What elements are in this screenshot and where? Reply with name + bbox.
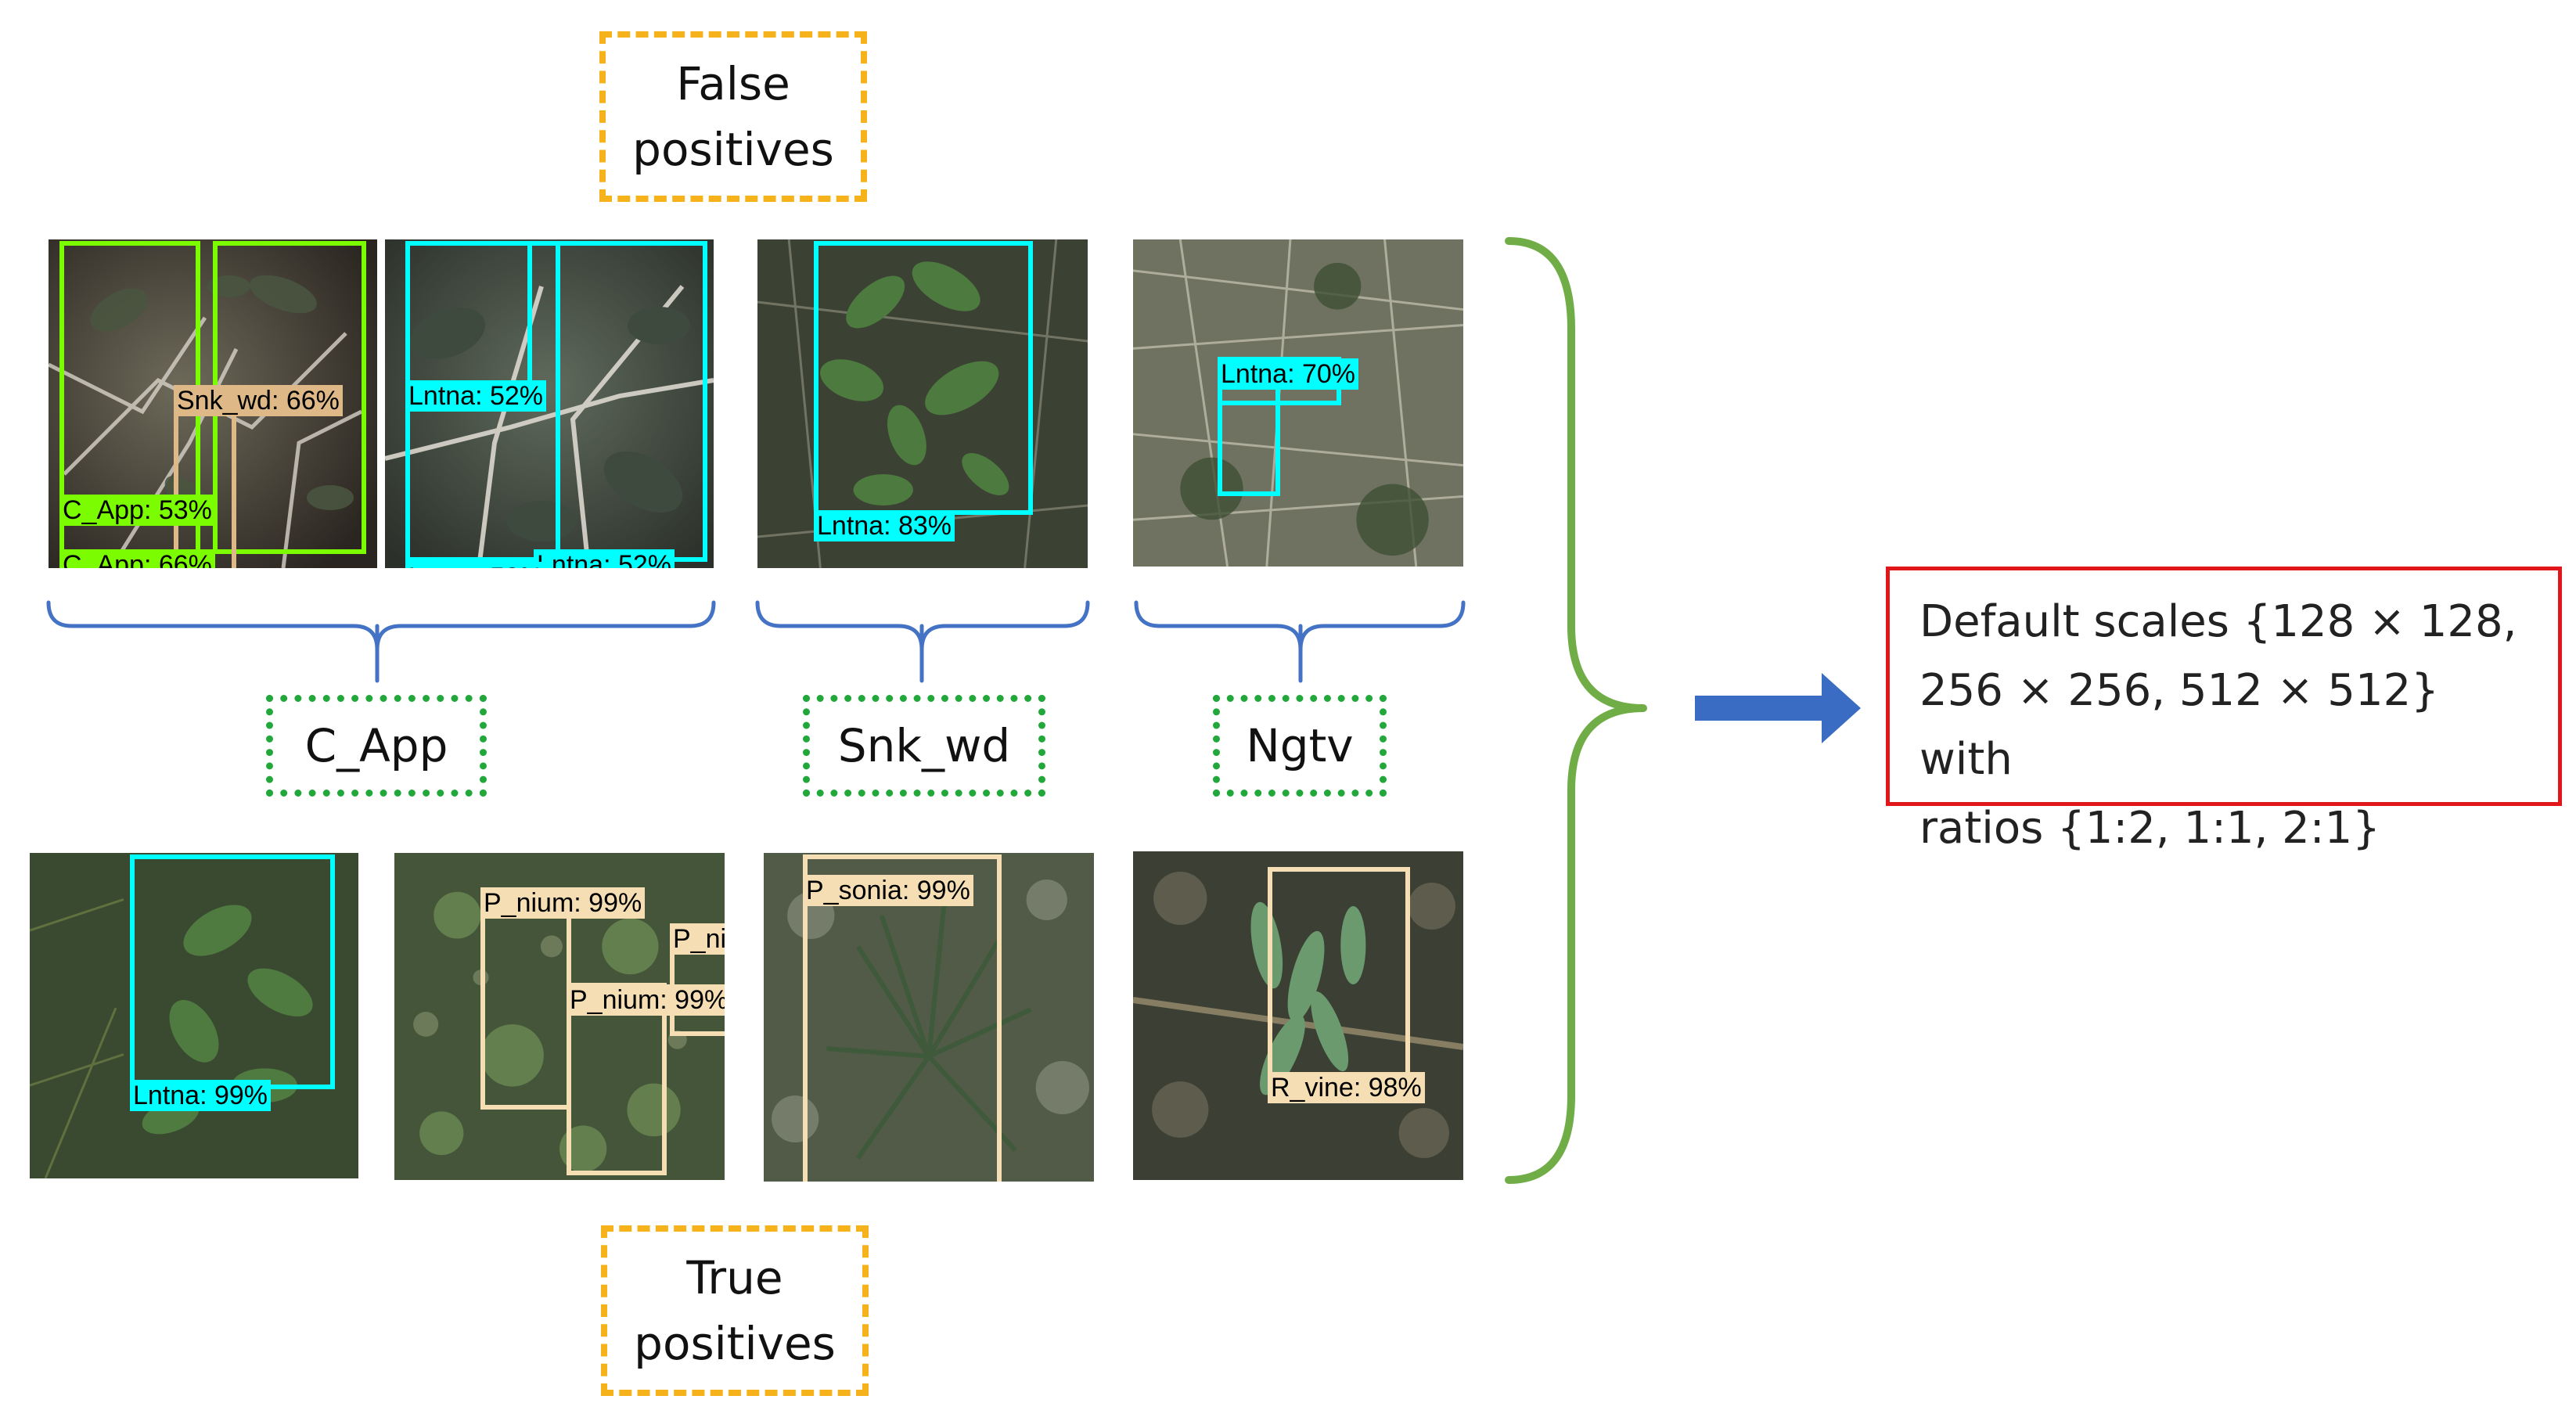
false-positives-header: False positives: [599, 31, 867, 202]
true-positive-image-1: Lntna: 99%: [30, 853, 358, 1178]
fp1-label-snk-wd: Snk_wd: 66%: [174, 385, 343, 416]
category-ngtv: Ngtv: [1213, 695, 1387, 797]
true-positives-header: True positives: [601, 1225, 869, 1396]
green-brace: [1505, 237, 1647, 1184]
fp4-label: Lntna: 70%: [1218, 358, 1359, 390]
false-positive-image-4: Lntna: 70%: [1133, 239, 1463, 567]
true-positive-image-3: P_sonia: 99%: [764, 853, 1094, 1182]
category-c-app: C_App: [266, 695, 487, 797]
category-snk-wd: Snk_wd: [803, 695, 1045, 797]
default-scales-line-2: 256 × 256, 512 × 512} with: [1919, 665, 2439, 785]
false-positives-line-1: False: [676, 57, 790, 110]
true-positives-line-2: positives: [634, 1317, 836, 1370]
tp3-label: P_sonia: 99%: [803, 875, 973, 906]
default-scales-box: Default scales {128 × 128, 256 × 256, 51…: [1886, 567, 2562, 854]
tp2-label-3: P_nium: 99%: [670, 923, 725, 955]
true-positive-image-2: P_nium: 99% P_nium: 99% P_nium: 99%: [394, 853, 725, 1180]
default-scales-line-3: ratios {1:2, 1:1, 2:1}: [1919, 803, 2380, 854]
bracket-c-app: [46, 600, 716, 652]
tp1-label: Lntna: 99%: [130, 1080, 272, 1111]
tp2-label-1: P_nium: 99%: [480, 887, 646, 919]
default-scales-line-1: Default scales {128 × 128,: [1919, 596, 2517, 647]
fp2-label-3: Lntna: 52%: [405, 562, 547, 568]
right-arrow-icon: [1695, 673, 1861, 743]
true-positives-line-1: True: [686, 1251, 783, 1304]
fp1-label-c-app-cut: C_App: 66%: [59, 549, 215, 568]
false-positives-line-2: positives: [632, 123, 834, 176]
fp1-label-c-app: C_App: 53%: [59, 495, 215, 526]
false-positive-image-1: Snk_wd: 66% C_App: 53% C_App: 66%: [49, 239, 377, 568]
fp3-label: Lntna: 83%: [814, 510, 955, 541]
fp2-label-1: Lntna: 52%: [405, 380, 547, 412]
tp4-label: R_vine: 98%: [1268, 1072, 1425, 1103]
tp2-label-2: P_nium: 99%: [567, 984, 725, 1016]
false-positive-image-2: Lntna: 52% Lntna: 52% Lntna: 52%: [385, 239, 714, 568]
fp2-label-2: Lntna: 52%: [534, 549, 675, 568]
true-positive-image-4: R_vine: 98%: [1133, 851, 1463, 1180]
false-positive-image-3: Lntna: 83%: [757, 239, 1088, 568]
